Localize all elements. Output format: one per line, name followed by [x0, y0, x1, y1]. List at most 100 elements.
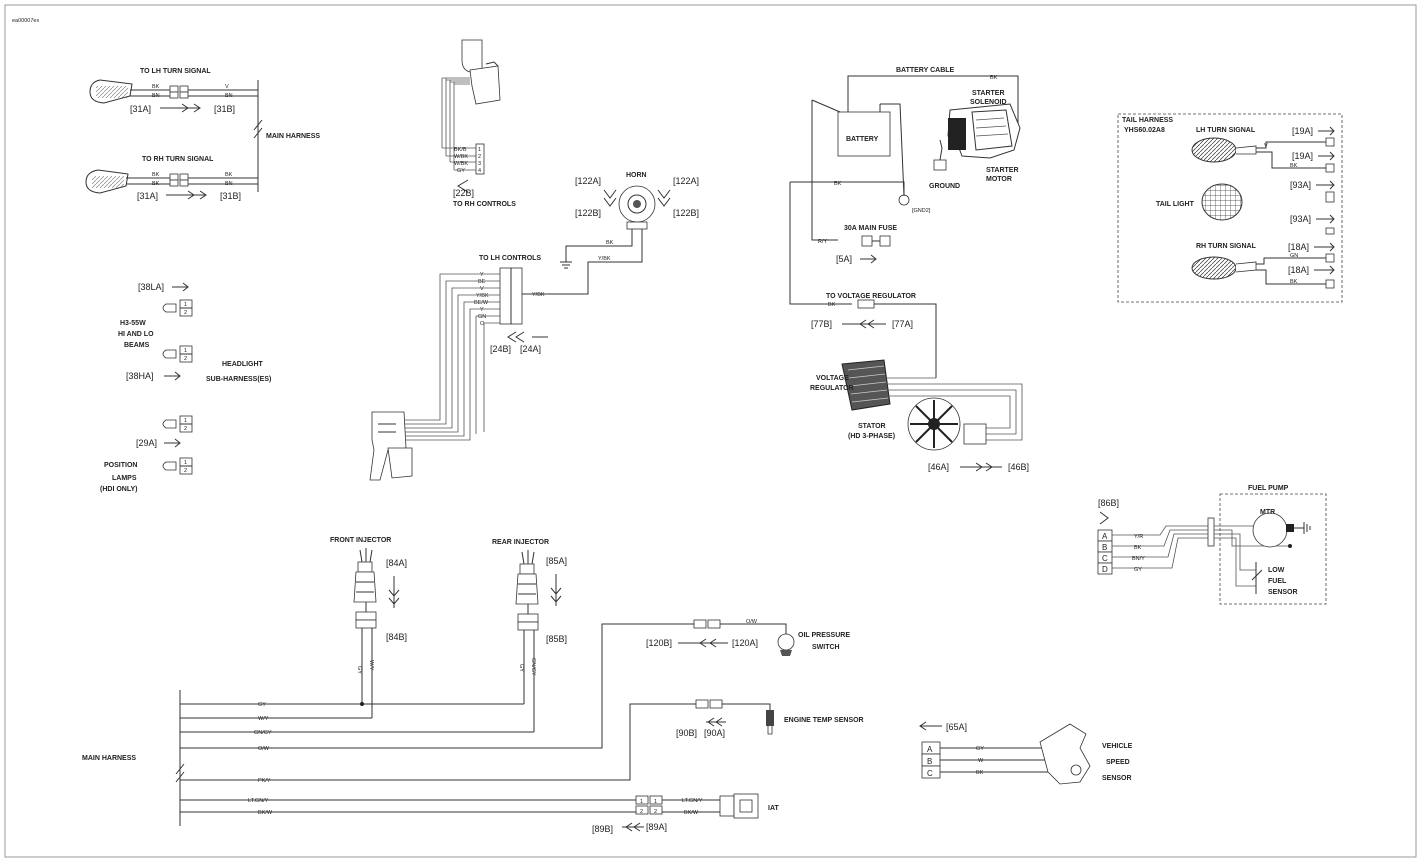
- rear-injector-connector: [517, 613, 539, 623]
- voltage-regulator-label-1: REGULATOR: [810, 385, 854, 392]
- starter-solenoid-label-0: STARTER: [972, 90, 1005, 97]
- iat-pin-2: 2: [640, 809, 643, 815]
- lh-turn-signal-lens-icon: [96, 86, 128, 98]
- tail-ref-93a-2: [93A]: [1290, 214, 1311, 224]
- ref-24b: [24B]: [490, 344, 511, 354]
- front-injector-label: FRONT INJECTOR: [330, 537, 391, 544]
- rh-ctrl-pin-2: 3: [478, 161, 481, 167]
- tail-harness-title-0: TAIL HARNESS: [1122, 117, 1173, 124]
- iat-label: IAT: [768, 805, 779, 812]
- horn-wire-0: BK: [606, 240, 614, 246]
- ref-89-mate-icon: [622, 822, 644, 832]
- starter-motor-label-0: STARTER: [986, 167, 1019, 174]
- ref-85b: [85B]: [546, 634, 567, 644]
- lh-turn-signal-group: BK BN V BN TO LH TURN SIGNAL [31A] [31B]: [89, 68, 258, 114]
- starter-motor-label-1: MOTOR: [986, 176, 1012, 183]
- gnd2-terminal-icon: [898, 194, 910, 206]
- fuel-pump-title: FUEL PUMP: [1248, 485, 1289, 492]
- fuse-ry-wire: R/Y: [818, 239, 828, 245]
- fuel-pump-connector: [1207, 517, 1215, 547]
- lh-grip-icon: [387, 447, 413, 479]
- fuel-pump-terminal: [1286, 524, 1294, 532]
- tail-ref-19a-1: [19A]: [1292, 126, 1313, 136]
- tail-rh-turn-label: RH TURN SIGNAL: [1196, 243, 1257, 250]
- rh-wire-0: BK: [152, 172, 160, 178]
- lh-ctrl-wire-2: V: [480, 286, 484, 292]
- bottom-wire-1: W/Y: [258, 716, 269, 722]
- horn-mate-right-icon: [657, 189, 671, 207]
- battery-cable-label: BATTERY CABLE: [896, 67, 955, 74]
- horn-inner-icon: [627, 194, 647, 214]
- vss-pin-a: A: [927, 745, 933, 754]
- oil-wire: O/W: [746, 619, 758, 625]
- horn-connector: [626, 221, 648, 230]
- position-label-1: LAMPS: [112, 475, 137, 482]
- injectors-group: FRONT INJECTOR [84A] [84B] GY W/Y REAR I…: [330, 537, 567, 732]
- rh-wire-3: BN: [225, 181, 233, 187]
- h3-pin-1: 1: [184, 302, 187, 308]
- lh-mate-arrow-icon: [160, 103, 201, 113]
- tail-ref-18a-1: [18A]: [1288, 242, 1309, 252]
- horn-mate-left-icon: [603, 189, 617, 207]
- battery-group: BATTERY CABLE BK BATTERY [GND2] BK GROUN…: [789, 67, 1029, 472]
- vr-bk-wire: BK: [828, 302, 836, 308]
- tail-ref-18a-2: [18A]: [1288, 265, 1309, 275]
- ref-77a: [77A]: [892, 319, 913, 329]
- low-fuel-sensor-icon: [1251, 562, 1263, 594]
- horn-ref-1: [122B]: [575, 208, 601, 218]
- bottom-harness-break-icon: [175, 763, 185, 783]
- front-inj-wire-1: W/Y: [368, 660, 374, 671]
- low-fuel-label-0: LOW: [1268, 567, 1285, 574]
- lh-controls-group: TO LH CONTROLS Y BE V Y/BK BE/W Y GN O Y…: [369, 255, 589, 481]
- ref-5a: [5A]: [836, 254, 852, 264]
- figure-id: ea00007ex: [12, 18, 39, 24]
- ref-120-mate-icon: [678, 638, 728, 648]
- et-connector-a: [695, 699, 709, 709]
- ref-46a: [46A]: [928, 462, 949, 472]
- rear-injector-icon: [519, 563, 535, 575]
- vr-connector: [857, 299, 875, 309]
- stator-label-1: (HD 3-PHASE): [848, 433, 895, 440]
- ground-terminal-icon: [933, 159, 947, 171]
- tail-light-icon: [1201, 183, 1243, 221]
- ref-77b: [77B]: [811, 319, 832, 329]
- ref-90a: [90A]: [704, 728, 725, 738]
- iat-connector-a: [635, 795, 649, 805]
- engine-temp-sensor-icon: [766, 710, 774, 726]
- voltage-regulator-icon: [841, 359, 891, 411]
- fuel-wire-1: BK: [1134, 545, 1142, 551]
- iat-wire-0: LT.GN/Y: [682, 798, 703, 804]
- diagram-border: [4, 4, 1417, 858]
- rh-ctrl-pin-3: 4: [478, 168, 481, 174]
- iat-group: 1 1 2 2 LT.GN/Y BK/W IAT [89B] [89A]: [592, 793, 779, 834]
- tail-wire-1: BK: [1290, 163, 1298, 169]
- lh-ctrl-ybk: Y/BK: [532, 292, 545, 298]
- rh-ctrl-wire-0: BK/B: [454, 147, 467, 153]
- h3b-pin-2: 2: [184, 356, 187, 362]
- tail-harness-group: TAIL HARNESS YHS60.02A8 LH TURN SIGNAL V…: [1117, 113, 1343, 303]
- oil-pressure-label-0: OIL PRESSURE: [798, 632, 850, 639]
- ref-38la-arrow-icon: [172, 282, 189, 292]
- horn-group: HORN [122A] [122B] [122A] [122B] BK Y/BK: [560, 172, 699, 292]
- vss-wire-2: BK: [976, 770, 984, 776]
- main-fuse-label: 30A MAIN FUSE: [844, 225, 897, 232]
- tail-wire-3: BK: [1290, 279, 1298, 285]
- ref-65a-arrow-icon: [919, 721, 942, 731]
- pos2-pin-2: 2: [184, 468, 187, 474]
- ref-84a: [84A]: [386, 558, 407, 568]
- low-fuel-label-2: SENSOR: [1268, 589, 1298, 596]
- lh-ctrl-wire-6: GN: [478, 314, 486, 320]
- position-bulb-icon-2: [162, 461, 177, 471]
- horn-ref-2: [122A]: [673, 176, 699, 186]
- ref-89b: [89B]: [592, 824, 613, 834]
- pos-pin-1: 1: [184, 418, 187, 424]
- ref-85a: [85A]: [546, 556, 567, 566]
- fuel-pump-mtr-label: MTR: [1260, 509, 1275, 516]
- rh-mate-arrow-icon: [166, 190, 207, 200]
- ref-22b: [22B]: [453, 188, 474, 198]
- ref-85-mate-icon: [550, 574, 562, 606]
- ref-84-mate-icon: [388, 576, 400, 608]
- fuel-pin-c: C: [1102, 554, 1108, 563]
- rh-ctrl-wire-3: GY: [457, 168, 465, 174]
